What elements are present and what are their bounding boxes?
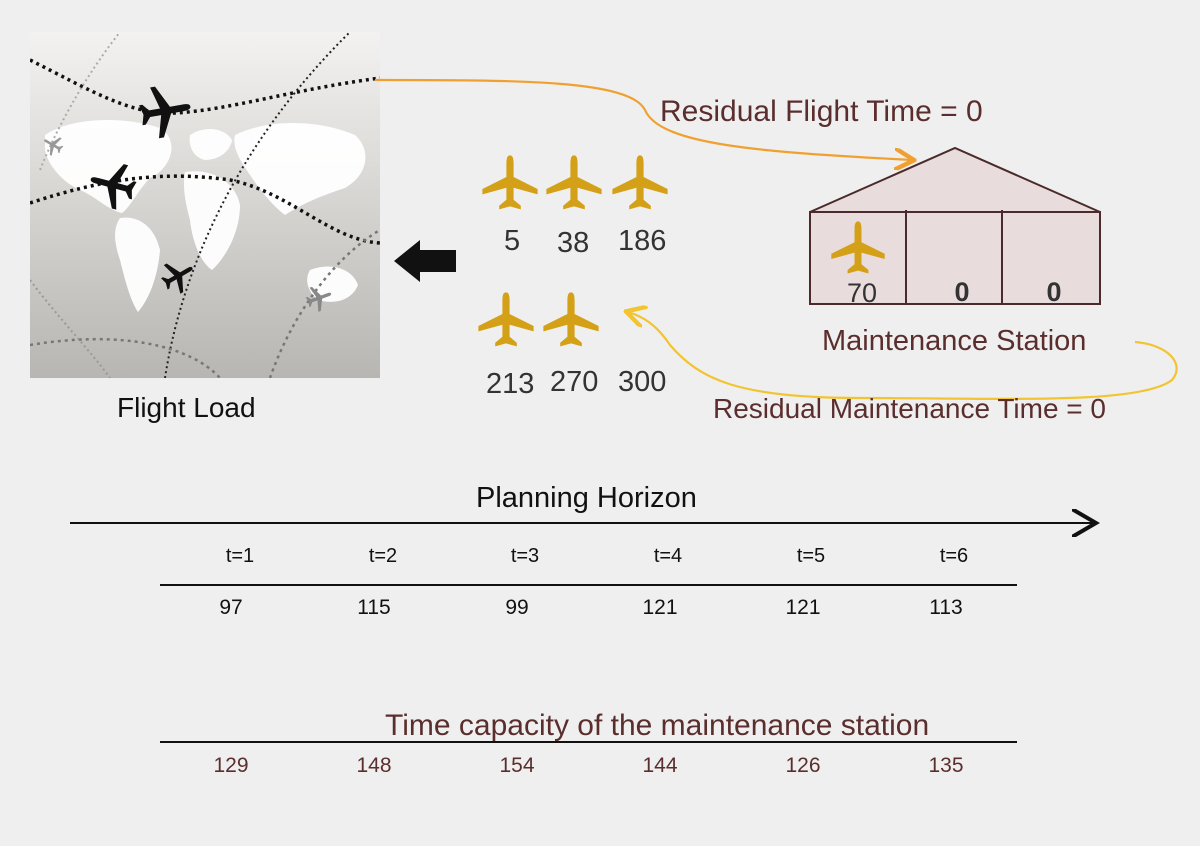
airplane-icon <box>543 292 599 347</box>
airplane-icon <box>612 155 668 210</box>
station-slot-value: 0 <box>954 277 970 307</box>
flight-load-value: 97 <box>219 596 243 619</box>
left-arrow-icon <box>394 240 456 282</box>
station-slot-value: 70 <box>846 278 878 308</box>
period-label: t=5 <box>796 545 826 567</box>
airplane-icon <box>546 155 602 210</box>
period-label: t=6 <box>939 545 969 567</box>
flight-to-station-arrow <box>374 78 912 160</box>
aircraft-residual-value: 38 <box>557 227 590 259</box>
flight-load-value: 113 <box>929 596 963 619</box>
capacity-value: 154 <box>499 754 535 777</box>
maintenance-station-label: Maintenance Station <box>822 325 1087 357</box>
residual-maintenance-time-label: Residual Maintenance Time = 0 <box>713 393 1106 424</box>
flight-load-value: 115 <box>357 596 391 619</box>
aircraft-residual-value: 5 <box>504 225 521 257</box>
flight-load-value: 99 <box>505 596 529 619</box>
capacity-value: 144 <box>642 754 678 777</box>
capacity-title: Time capacity of the maintenance station <box>385 709 930 742</box>
airplane-icon <box>482 155 538 210</box>
period-label: t=3 <box>510 545 540 567</box>
flight-map <box>30 32 380 378</box>
flight-load-label: Flight Load <box>117 392 256 423</box>
planning-horizon-label: Planning Horizon <box>476 482 697 514</box>
airplane-icon <box>478 292 534 347</box>
period-label: t=4 <box>653 545 683 567</box>
capacity-value: 135 <box>928 754 964 777</box>
maintenance-station <box>809 146 1101 305</box>
flight-load-value: 121 <box>785 596 821 619</box>
flight-load-value: 121 <box>642 596 678 619</box>
period-label: t=1 <box>225 545 255 567</box>
capacity-value: 126 <box>785 754 821 777</box>
station-slot-value: 0 <box>1046 277 1062 307</box>
aircraft-residual-value: 186 <box>618 225 667 257</box>
aircraft-residual-value: 270 <box>550 366 599 398</box>
capacity-value: 129 <box>213 754 249 777</box>
capacity-value: 148 <box>356 754 392 777</box>
period-label: t=2 <box>368 545 398 567</box>
world-continents <box>45 119 366 312</box>
aircraft-residual-value: 213 <box>486 368 535 400</box>
station-to-fleet-arrow <box>628 312 1178 400</box>
aircraft-residual-value: 300 <box>618 366 667 398</box>
residual-flight-time-label: Residual Flight Time = 0 <box>660 95 983 128</box>
